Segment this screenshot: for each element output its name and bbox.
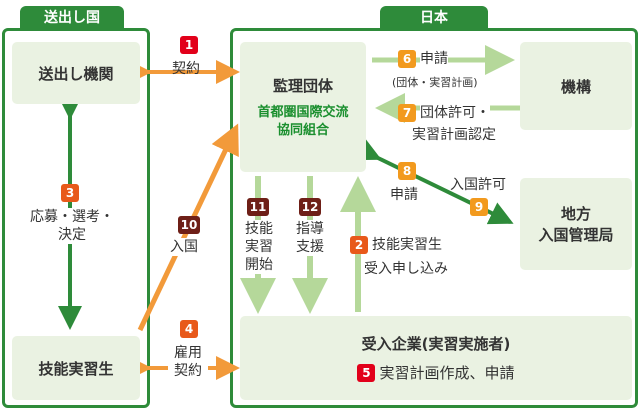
- step12-badge: 12: [299, 198, 321, 216]
- step5-badge: 5: [357, 363, 376, 382]
- step4-label: 雇用 契約: [168, 344, 208, 380]
- supervising-org-box: 監理団体 首都圏国際交流 協同組合: [240, 42, 366, 172]
- step2-label-line2: 受入申し込み: [364, 261, 448, 277]
- step10-badge: 10: [178, 216, 200, 234]
- step6-sub: (団体・実習計画): [392, 76, 478, 89]
- supervising-org-name-line2: 協同組合: [276, 122, 329, 138]
- sending-country-tab: 送出し国: [20, 6, 124, 30]
- step3-label-line2: 決定: [58, 227, 86, 243]
- step11-label: 技能 実習 開始: [243, 220, 275, 274]
- step2-label-line1: 技能実習生: [372, 237, 442, 253]
- step9-label: 入国許可: [450, 177, 506, 193]
- step4-badge: 4: [180, 320, 198, 338]
- immigration-label-line1: 地方: [560, 205, 591, 223]
- company-box: 受入企業(実習実施者) 5 実習計画作成、申請: [240, 316, 632, 400]
- japan-tab: 日本: [380, 6, 488, 30]
- supervising-org-name-line1: 首都圏国際交流: [257, 104, 349, 120]
- step7-label-line1: 団体許可・: [420, 104, 490, 122]
- step11-label-line2: 実習: [245, 239, 273, 255]
- step11-label-line1: 技能: [245, 221, 273, 237]
- step6-badge: 6: [398, 50, 416, 68]
- sending-org-label: 送出し機関: [38, 64, 114, 83]
- step3-badge: 3: [61, 184, 79, 202]
- immigration-box: 地方 入国管理局: [520, 178, 632, 270]
- kikou-label: 機構: [560, 77, 591, 96]
- step3-label: 応募・選考・ 決定: [14, 208, 130, 244]
- step6-label: 申請: [420, 50, 448, 68]
- step4-label-line2: 契約: [174, 363, 202, 379]
- step1-badge: 1: [180, 36, 198, 54]
- step8-label: 申請: [390, 187, 418, 203]
- step4-label-line1: 雇用: [174, 345, 202, 361]
- step5-row: 5 実習計画作成、申請: [357, 362, 515, 383]
- step1-label: 契約: [172, 61, 200, 77]
- step2-badge: 2: [350, 236, 368, 254]
- step12-label-line1: 指導: [296, 221, 324, 237]
- immigration-label-line2: 入国管理局: [538, 226, 614, 244]
- step3-label-line1: 応募・選考・: [30, 209, 114, 225]
- trainee-box: 技能実習生: [12, 336, 140, 400]
- sending-org-box: 送出し機関: [12, 42, 140, 104]
- step5-label: 実習計画作成、申請: [379, 364, 515, 382]
- step11-badge: 11: [247, 198, 269, 216]
- step12-label: 指導 支援: [294, 220, 326, 256]
- step12-label-line2: 支援: [296, 239, 324, 255]
- trainee-label: 技能実習生: [38, 359, 114, 378]
- step11-label-line3: 開始: [245, 257, 273, 273]
- step7-badge: 7: [398, 104, 416, 122]
- step8-badge: 8: [398, 162, 416, 180]
- supervising-org-label: 監理団体: [272, 76, 333, 95]
- step10-label: 入国: [170, 238, 198, 256]
- kikou-box: 機構: [520, 42, 632, 130]
- company-label: 受入企業(実習実施者): [361, 335, 511, 353]
- step7-label-line2: 実習計画認定: [412, 127, 496, 143]
- step9-badge: 9: [470, 198, 488, 216]
